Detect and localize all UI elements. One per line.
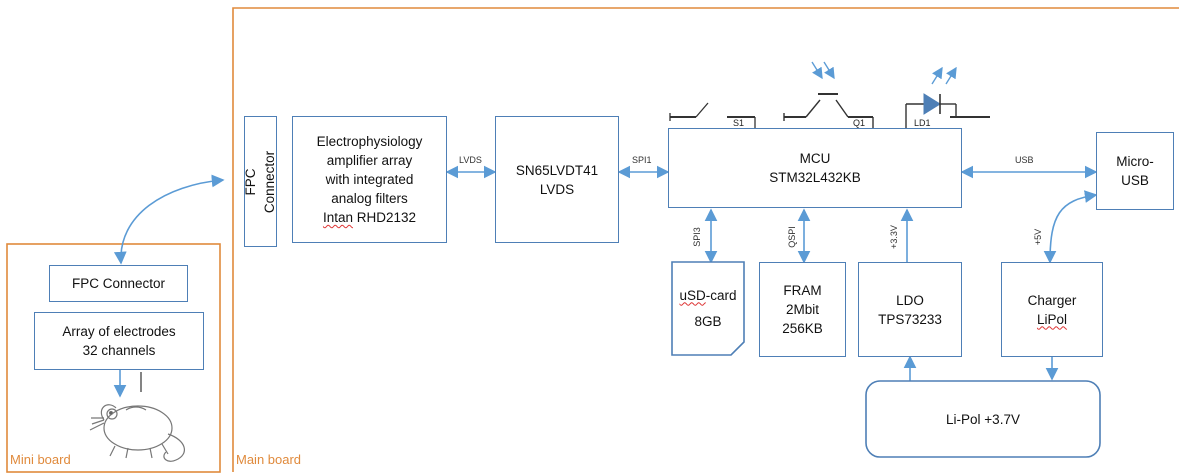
usb-link-label: USB <box>1015 155 1034 165</box>
spi1-link-label: SPI1 <box>632 155 652 165</box>
mcu-block: MCU STM32L432KB <box>668 128 962 208</box>
lvds-link-label: LVDS <box>459 155 482 165</box>
mini-board-label: Mini board <box>10 452 71 467</box>
qspi-link-label: QSPI <box>786 226 797 248</box>
fpc-connector-main-label: FPC Connector <box>243 150 278 213</box>
switch-icon <box>669 102 756 128</box>
usd-card-label-usd: uSD <box>679 287 706 303</box>
micro-usb-label: Micro- USB <box>1116 154 1154 188</box>
mcu-label: MCU STM32L432KB <box>769 151 861 185</box>
amp-line-5-intan: Intan <box>322 210 353 225</box>
fpc-connector-main: FPC Connector <box>243 116 278 247</box>
usd-card-shape <box>671 261 745 356</box>
main-board-outline <box>232 7 1179 472</box>
electrode-array-block: Array of electrodes 32 channels <box>34 312 204 370</box>
amp-line-3: with integrated <box>325 172 414 187</box>
charger-block: Charger LiPol <box>1001 262 1103 357</box>
usd-card-label-card: -card <box>705 287 737 303</box>
fpc-connector-mini: FPC Connector <box>49 265 188 302</box>
charger-label: Charger <box>1027 292 1077 308</box>
amp-line-1: Electrophysiology <box>316 134 423 149</box>
lvds-chip-label: SN65LVDT41 LVDS <box>515 162 599 197</box>
battery-box <box>865 380 1101 458</box>
fram-block: FRAM 2Mbit 256KB <box>759 262 846 357</box>
usd-card-capacity: 8GB <box>694 313 722 329</box>
amplifier-array-block: Electrophysiology amplifier array with i… <box>292 116 447 243</box>
ldo-label: LDO TPS73233 <box>878 292 942 327</box>
switch-label: S1 <box>733 118 745 128</box>
fram-label: FRAM 2Mbit 256KB <box>782 283 823 336</box>
usd-card-block: uSD-card 8GB <box>672 262 744 355</box>
led-icon <box>905 66 990 128</box>
battery-label: Li-Pol +3.7V <box>946 411 1020 427</box>
v33-link-label: +3.3V <box>888 225 899 249</box>
charger-lipol-label: LiPol <box>1036 311 1068 327</box>
lvds-chip-block: SN65LVDT41 LVDS <box>495 116 619 243</box>
amp-line-4: analog filters <box>331 191 408 206</box>
led-label: LD1 <box>914 118 931 128</box>
rat-icon <box>89 404 185 462</box>
mini-board-outline <box>6 243 221 473</box>
phototransistor-icon <box>783 61 874 128</box>
amp-line-2: amplifier array <box>326 153 413 168</box>
fpc-link-arrow <box>113 174 225 265</box>
amp-line-5-part: RHD2132 <box>353 210 417 225</box>
v5-arrow <box>1043 190 1098 264</box>
ldo-block: LDO TPS73233 <box>858 262 962 357</box>
v5-link-label: +5V <box>1033 228 1044 246</box>
fpc-connector-mini-label: FPC Connector <box>71 276 166 291</box>
spi3-link-label: SPI3 <box>691 227 702 247</box>
micro-usb-block: Micro- USB <box>1096 132 1174 210</box>
phototransistor-label: Q1 <box>853 118 866 128</box>
electrode-array-label: Array of electrodes 32 channels <box>62 324 176 358</box>
main-board-label: Main board <box>236 452 302 467</box>
